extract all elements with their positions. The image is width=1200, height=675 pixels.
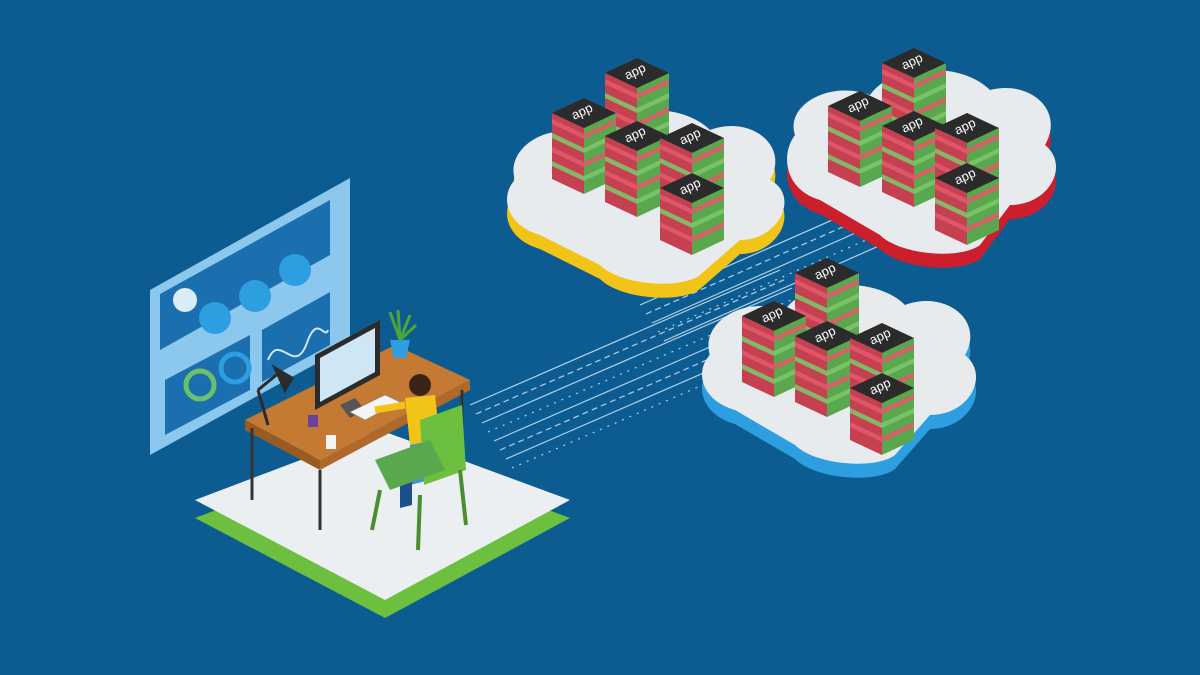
donut-chart-icon [183, 368, 217, 402]
app-stack-yellow: app [660, 173, 724, 255]
gear-icon [173, 288, 197, 312]
donut-chart-icon [218, 351, 252, 385]
wave-chart-icon [267, 327, 329, 361]
plant [388, 309, 418, 358]
network-icon [199, 302, 231, 334]
chair [370, 405, 468, 551]
dashboard-panel [150, 178, 350, 455]
cloud-network-icon [279, 254, 311, 286]
coffee-cup [326, 435, 336, 449]
mug [308, 415, 318, 427]
app-stack-blue: app [795, 321, 859, 417]
desk-lamp [256, 364, 295, 426]
app-stack-yellow: app [605, 121, 669, 217]
firewall-icon [239, 280, 271, 312]
app-stack-blue: app [850, 373, 914, 455]
app-stack-red: app [935, 163, 999, 245]
workstation-platform [195, 430, 570, 618]
